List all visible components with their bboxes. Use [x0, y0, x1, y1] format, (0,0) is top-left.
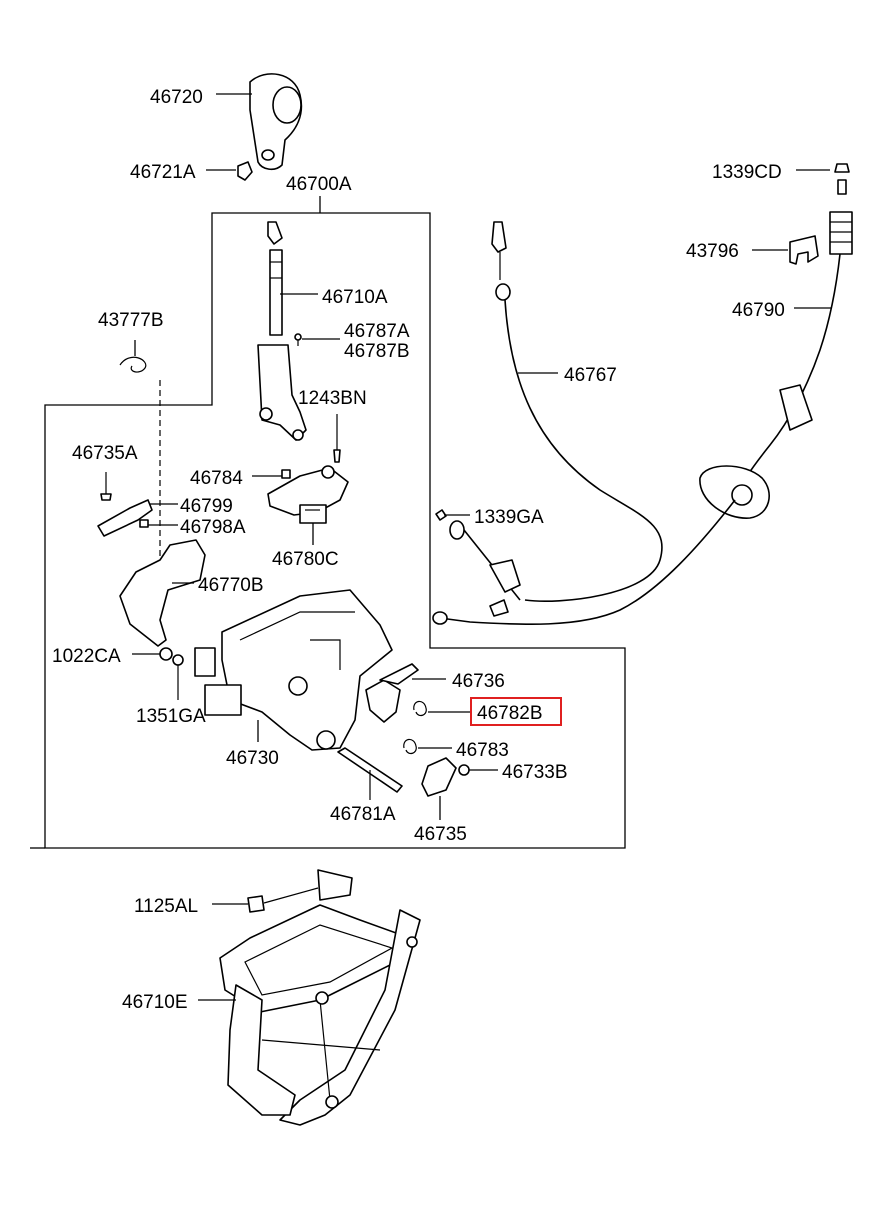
label-46780C: 46780C [272, 549, 339, 570]
screw-1243BN [333, 449, 341, 463]
detent-assembly [267, 465, 349, 524]
cable-46767 [449, 221, 663, 603]
label-46783: 46783 [456, 740, 509, 761]
label-46735: 46735 [414, 824, 467, 845]
label-1339GA: 1339GA [474, 507, 544, 528]
label-43796: 43796 [686, 241, 739, 262]
bolt-1125AL [247, 895, 265, 913]
part-46784 [281, 469, 291, 479]
label-46790: 46790 [732, 300, 785, 321]
label-46733B: 46733B [502, 762, 568, 783]
label-46720: 46720 [150, 87, 203, 108]
label-46710A: 46710A [322, 287, 388, 308]
shift-lever [257, 221, 307, 441]
label-43777B: 43777B [98, 310, 164, 331]
lever-46735 [421, 757, 457, 797]
label-46736: 46736 [452, 671, 505, 692]
label-1125AL: 1125AL [134, 896, 198, 917]
bracket-46736 [365, 679, 401, 723]
assembly-frame [44, 212, 626, 849]
label-46730: 46730 [226, 748, 279, 769]
knob-button [237, 161, 253, 181]
bracket-46770B [119, 539, 206, 647]
label-46770B: 46770B [198, 575, 264, 596]
label-46798A: 46798A [180, 517, 246, 538]
label-46799: 46799 [180, 496, 233, 517]
bracket-46799 [97, 499, 153, 537]
label-46710E: 46710E [122, 992, 188, 1013]
base-housing [194, 589, 393, 751]
spring-46783 [403, 738, 417, 755]
label-1022CA: 1022CA [52, 646, 121, 667]
nut-46733B [458, 764, 470, 776]
label-46700A: 46700A [286, 174, 352, 195]
cable-46790 [432, 163, 853, 626]
label-46781A: 46781A [330, 804, 396, 825]
label-1339CD: 1339CD [712, 162, 782, 183]
clip-43777B [119, 356, 147, 373]
nut-1022CA [159, 647, 173, 661]
label-46787A: 46787A [344, 321, 410, 342]
part-46798A [139, 519, 149, 528]
spring-46782B [413, 700, 427, 717]
label-46787B: 46787B [344, 341, 410, 362]
shift-knob [249, 73, 303, 171]
bolt-1125AL-shaft [263, 887, 319, 904]
label-46784: 46784 [190, 468, 243, 489]
label-46721A: 46721A [130, 162, 196, 183]
bracket-46736-arm [379, 663, 419, 685]
bolt-46735A [100, 493, 112, 501]
bracket-46710E [219, 869, 421, 1126]
highlight-box-46782B [470, 697, 562, 726]
label-46782B[interactable]: 46782B [477, 703, 543, 724]
label-46735A: 46735A [72, 443, 138, 464]
lever-pin-head [294, 333, 302, 341]
label-1243BN: 1243BN [298, 388, 367, 409]
label-46767: 46767 [564, 365, 617, 386]
label-1351GA: 1351GA [136, 706, 206, 727]
clip-43796 [789, 235, 819, 265]
nut-1339GA [435, 509, 447, 521]
washer-1351GA [172, 654, 184, 666]
